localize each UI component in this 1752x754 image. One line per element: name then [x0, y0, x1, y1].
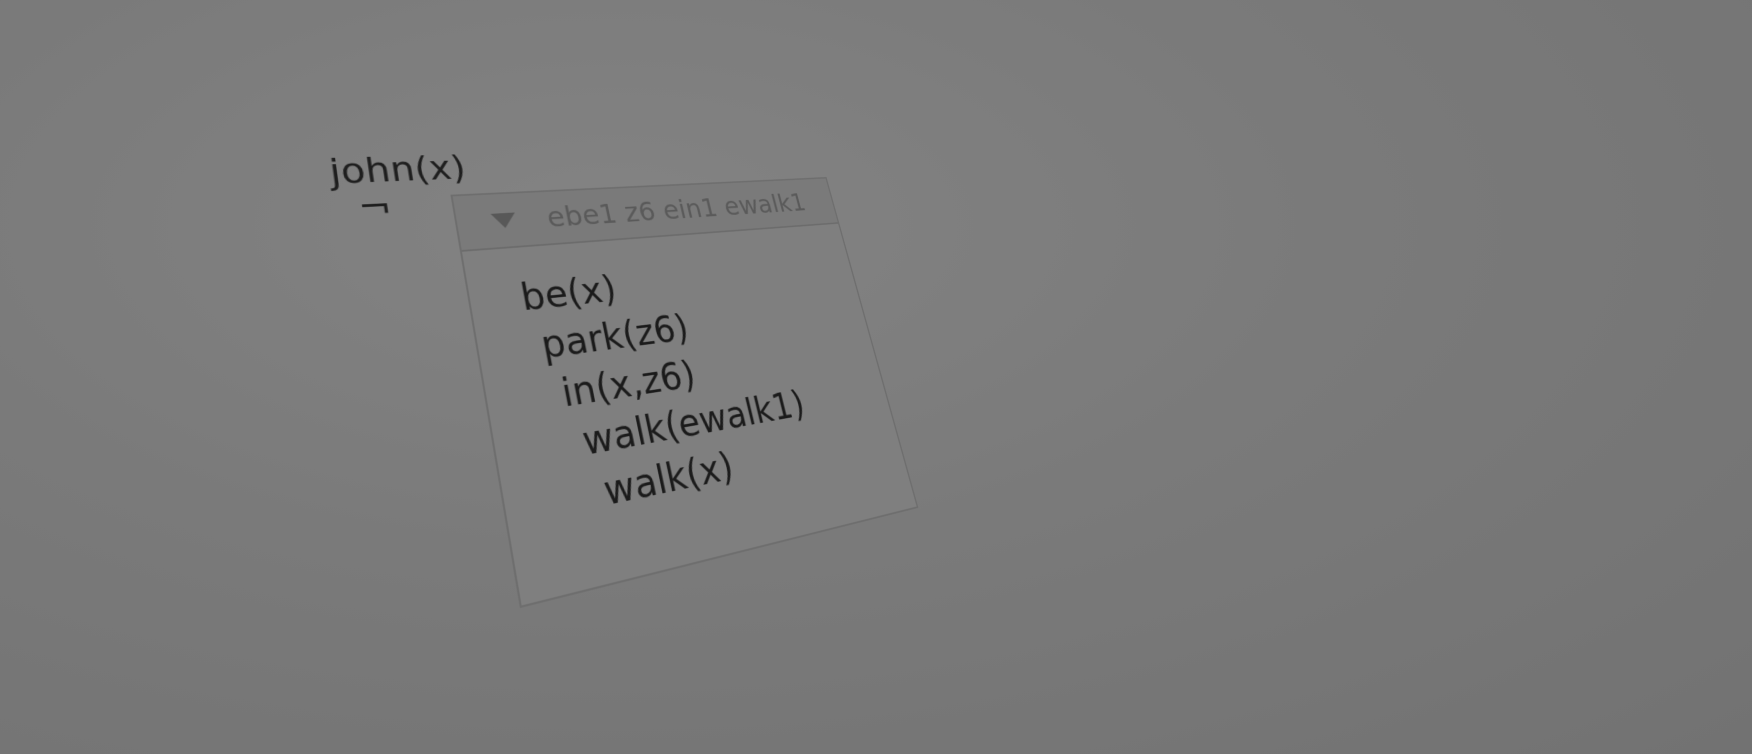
drs-diagram: john(x) ¬ ebe1 z6 ein1 ewalk1 be(x) park…: [320, 133, 1127, 745]
negation-symbol: ¬: [355, 185, 395, 228]
outer-condition-john: john(x): [326, 148, 469, 192]
drs-referents: ebe1 z6 ein1 ewalk1: [543, 187, 809, 234]
drs-box: ebe1 z6 ein1 ewalk1 be(x) park(z6) in(x,…: [450, 177, 919, 609]
triangle-down-icon[interactable]: [490, 212, 518, 229]
drs-conditions: be(x) park(z6) in(x,z6) walk(ewalk1) wal…: [462, 224, 902, 541]
